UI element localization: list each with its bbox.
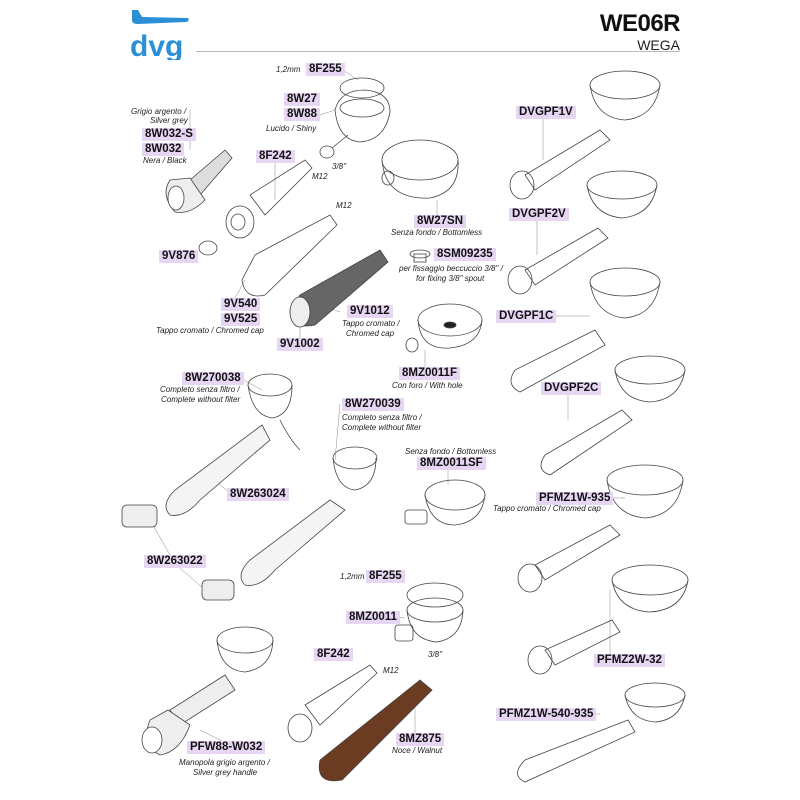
part-label: 8W032: [142, 143, 185, 156]
part-label: 8SM09235: [434, 248, 496, 261]
header-divider: [196, 51, 680, 52]
part-label: 8F255: [366, 570, 405, 583]
part-label: 9V540: [221, 298, 261, 311]
model-title: WE06R: [599, 10, 681, 37]
part-label: 8W032-S: [142, 128, 196, 141]
svg-text:dvg: dvg: [130, 30, 183, 60]
note: for fixing 3/8" spout: [416, 274, 485, 283]
part-label: PFMZ1W-540-935: [496, 708, 597, 721]
part-label: 8F255: [306, 63, 345, 76]
part-label: DVGPF2V: [509, 208, 569, 221]
part-label: 8W270038: [182, 372, 244, 385]
note: 3/8": [428, 650, 442, 659]
part-label: 8MZ0011SF: [417, 457, 486, 470]
brand-name: WEGA: [637, 37, 680, 53]
note: Silver grey: [150, 116, 188, 125]
note: Tappo cromato /: [342, 319, 400, 328]
note: Nera / Black: [143, 156, 187, 165]
part-label: 8W270039: [342, 398, 404, 411]
part-label: 8MZ875: [396, 733, 445, 746]
note: Senza fondo / Bottomless: [405, 447, 497, 456]
part-label: PFW88-W032: [187, 741, 266, 754]
part-label: DVGPF1V: [516, 106, 576, 119]
note: Noce / Walnut: [392, 746, 443, 755]
note: Completo senza filtro /: [160, 385, 240, 394]
note: Completo senza filtro /: [342, 413, 422, 422]
note: Grigio argento /: [131, 107, 187, 116]
note: Complete without filter: [342, 423, 422, 432]
note: Complete without filter: [161, 395, 241, 404]
part-label: PFMZ2W-32: [594, 654, 665, 667]
part-label: 8W88: [284, 108, 321, 121]
part-label: 9V1012: [347, 305, 393, 318]
part-label: 8W27SN: [414, 215, 467, 228]
note: Silver grey handle: [193, 768, 258, 777]
note: per fissaggio beccuccio 3/8" /: [399, 264, 503, 273]
note: Con foro / With hole: [392, 381, 463, 390]
part-label: 8F242: [314, 648, 353, 661]
part-label: 8W27: [284, 93, 321, 106]
part-label: 9V525: [221, 313, 261, 326]
note: Manopola grigio argento /: [179, 758, 270, 767]
note: 1,2mm: [276, 65, 301, 74]
part-label: 8W263022: [144, 555, 206, 568]
note: Tappo cromato / Chromed cap: [493, 504, 601, 513]
note: Tappo cromato / Chromed cap: [156, 326, 264, 335]
part-label: 8W263024: [227, 488, 289, 501]
part-label: 9V1002: [277, 338, 323, 351]
note: Lucido / Shiny: [266, 124, 317, 133]
dvg-logo: dvg: [130, 10, 189, 60]
part-label: DVGPF2C: [541, 382, 602, 395]
part-label: 8MZ0011: [346, 611, 400, 624]
part-label: 8MZ0011F: [399, 367, 460, 380]
note: M12: [312, 172, 328, 181]
note: 3/8": [332, 162, 346, 171]
note: M12: [383, 666, 399, 675]
note: 1,2mm: [340, 572, 365, 581]
part-label: PFMZ1W-935: [536, 492, 614, 505]
note: M12: [336, 201, 352, 210]
part-label: DVGPF1C: [496, 310, 557, 323]
note: Senza fondo / Bottomless: [391, 228, 483, 237]
part-label: 8F242: [256, 150, 295, 163]
part-label: 9V876: [159, 250, 199, 263]
note: Chromed cap: [346, 329, 395, 338]
